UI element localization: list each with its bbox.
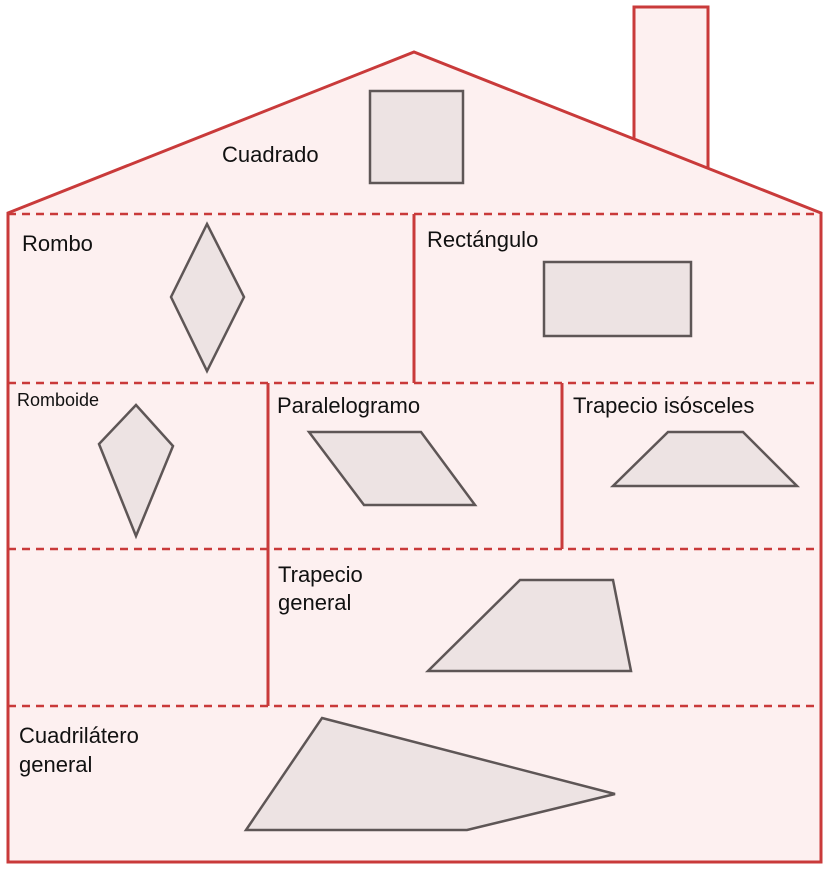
rhombus-shape	[169, 221, 246, 374]
general-quadrilateral-shape	[243, 716, 616, 832]
parallelogram-shape	[306, 430, 478, 507]
label-cuadrilatero-general-line1: Cuadrilátero	[19, 723, 139, 748]
square-shape	[368, 89, 465, 185]
label-trapecio-isosceles: Trapecio isósceles	[573, 393, 754, 418]
label-romboide: Romboide	[17, 390, 99, 410]
rectangle-shape	[542, 260, 693, 338]
label-trapecio-general-line2: general	[278, 590, 351, 615]
isosceles-trapezoid-shape	[609, 430, 801, 488]
kite-shape	[97, 403, 175, 540]
general-trapezoid-shape	[424, 578, 633, 673]
label-rombo: Rombo	[22, 231, 93, 256]
label-cuadrado: Cuadrado	[222, 142, 319, 167]
label-cuadrilatero-general-line2: general	[19, 752, 92, 777]
label-paralelogramo: Paralelogramo	[277, 393, 420, 418]
label-rectangulo: Rectángulo	[427, 227, 538, 252]
label-trapecio-general-line1: Trapecio	[278, 562, 363, 587]
